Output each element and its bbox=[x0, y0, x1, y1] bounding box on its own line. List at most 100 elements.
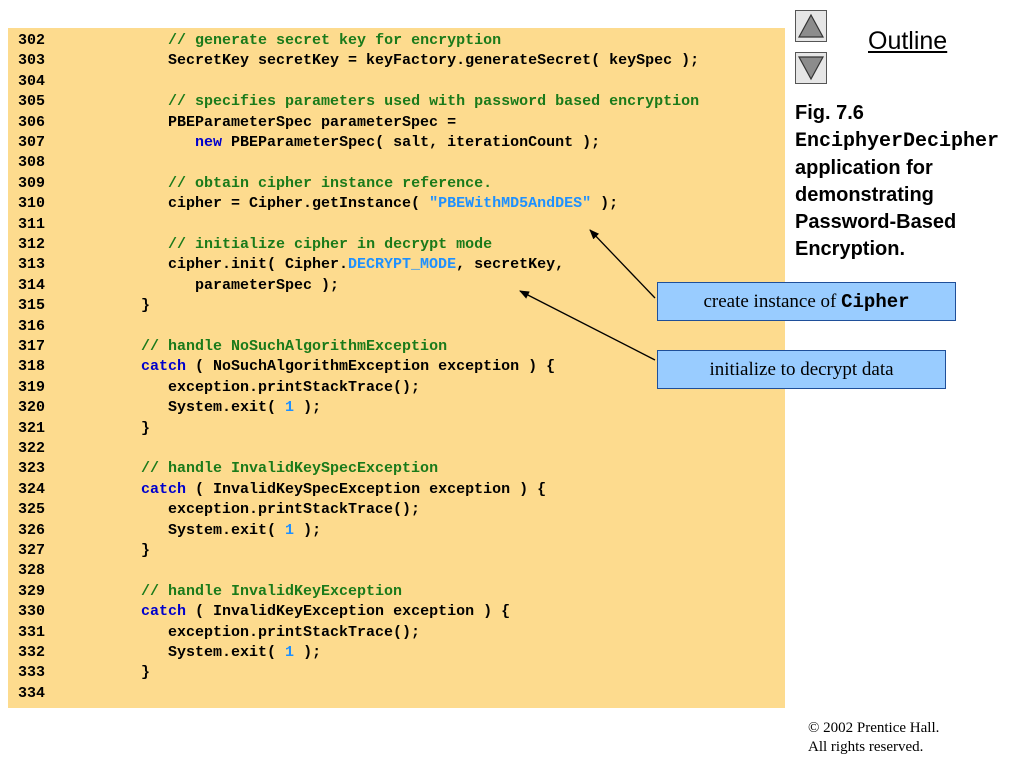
code-line: 311 bbox=[18, 215, 60, 235]
code-line: 327 } bbox=[18, 541, 150, 561]
line-number: 306 bbox=[18, 113, 46, 131]
code-line: 305 // specifies parameters used with pa… bbox=[18, 92, 699, 112]
code-text: cipher = Cipher.getInstance( bbox=[60, 195, 430, 213]
code-comment: // handle NoSuchAlgorithmException bbox=[141, 338, 448, 355]
line-number: 324 bbox=[18, 480, 46, 498]
line-number: 334 bbox=[18, 684, 46, 702]
code-line: 316 bbox=[18, 317, 60, 337]
line-number: 318 bbox=[18, 358, 46, 376]
copyright-line-2: All rights reserved. bbox=[808, 739, 924, 755]
code-text: cipher.init( Cipher. bbox=[60, 256, 349, 274]
copyright-line-1: © 2002 Prentice Hall. bbox=[808, 720, 940, 736]
code-comment: // handle InvalidKeySpecException bbox=[141, 460, 439, 478]
line-number: 321 bbox=[18, 419, 46, 437]
line-number: 317 bbox=[18, 338, 46, 355]
code-text: System.exit( bbox=[60, 521, 286, 539]
callout-arrow-cipher-instance bbox=[589, 229, 656, 299]
code-text: exception.printStackTrace(); bbox=[60, 378, 421, 396]
code-line: 333 } bbox=[18, 663, 150, 683]
line-number: 332 bbox=[18, 644, 46, 661]
code-line: 329 // handle InvalidKeyException bbox=[18, 582, 402, 602]
code-keyword: new bbox=[195, 134, 223, 151]
code-line: 326 System.exit( 1 ); bbox=[18, 521, 321, 541]
callout-text: create instance of bbox=[703, 291, 842, 312]
code-keyword: catch bbox=[141, 603, 187, 621]
code-text: PBEParameterSpec parameterSpec = bbox=[60, 113, 457, 131]
code-number: 1 bbox=[285, 399, 295, 417]
line-number: 315 bbox=[18, 297, 46, 315]
code-line: 319 exception.printStackTrace(); bbox=[18, 378, 420, 398]
line-number: 305 bbox=[18, 93, 46, 111]
line-number: 319 bbox=[18, 378, 46, 396]
code-text: exception.printStackTrace(); bbox=[60, 623, 421, 641]
line-number: 330 bbox=[18, 603, 46, 621]
callout-initialize-decrypt: initialize to decrypt data bbox=[657, 350, 946, 389]
line-number: 303 bbox=[18, 52, 46, 70]
code-line: 307 new PBEParameterSpec( salt, iteratio… bbox=[18, 133, 600, 153]
code-number: 1 bbox=[285, 521, 295, 539]
code-text: } bbox=[60, 419, 151, 437]
line-number: 316 bbox=[18, 317, 46, 335]
line-number: 331 bbox=[18, 623, 46, 641]
callout-arrow-decrypt-mode bbox=[519, 290, 656, 361]
code-line: 332 System.exit( 1 ); bbox=[18, 643, 321, 663]
code-line: 331 exception.printStackTrace(); bbox=[18, 623, 420, 643]
line-number: 308 bbox=[18, 154, 46, 172]
code-listing: 302 // generate secret key for encryptio… bbox=[8, 28, 785, 708]
line-number: 312 bbox=[18, 236, 46, 253]
copyright-notice: © 2002 Prentice Hall. All rights reserve… bbox=[808, 719, 939, 757]
callout-text: initialize to decrypt data bbox=[709, 359, 894, 380]
code-text: ); bbox=[591, 195, 619, 213]
figure-description: application for demonstrating Password-B… bbox=[795, 157, 957, 260]
line-number: 327 bbox=[18, 542, 46, 559]
code-line: 330 catch ( InvalidKeyException exceptio… bbox=[18, 602, 510, 622]
line-number: 302 bbox=[18, 32, 46, 49]
line-number: 313 bbox=[18, 256, 46, 274]
code-line: 328 bbox=[18, 561, 60, 581]
line-number: 323 bbox=[18, 460, 46, 478]
code-text: ( InvalidKeyException exception ) { bbox=[186, 603, 511, 621]
code-text: System.exit( bbox=[60, 644, 286, 661]
code-line: 312 // initialize cipher in decrypt mode bbox=[18, 235, 492, 255]
code-comment: // obtain cipher instance reference. bbox=[168, 174, 493, 192]
line-number: 304 bbox=[18, 72, 46, 90]
code-line: 310 cipher = Cipher.getInstance( "PBEWit… bbox=[18, 194, 618, 214]
outline-title[interactable]: Outline bbox=[868, 27, 948, 55]
code-line: 317 // handle NoSuchAlgorithmException bbox=[18, 337, 447, 357]
code-text: ); bbox=[294, 644, 322, 661]
code-line: 306 PBEParameterSpec parameterSpec = bbox=[18, 113, 456, 133]
code-text: , secretKey, bbox=[456, 256, 565, 274]
next-slide-button[interactable] bbox=[795, 52, 827, 84]
line-number: 314 bbox=[18, 276, 46, 294]
code-text: System.exit( bbox=[60, 399, 286, 417]
code-text: } bbox=[60, 297, 151, 315]
code-line: 315 } bbox=[18, 296, 150, 316]
code-comment: // handle InvalidKeyException bbox=[141, 582, 403, 600]
triangle-down-icon bbox=[797, 56, 825, 81]
code-comment: // generate secret key for encryption bbox=[168, 32, 502, 49]
code-text: SecretKey secretKey = keyFactory.generat… bbox=[60, 52, 700, 70]
code-line: 308 bbox=[18, 153, 60, 173]
line-number: 333 bbox=[18, 664, 46, 682]
line-number: 310 bbox=[18, 195, 46, 213]
figure-caption: Fig. 7.6 EnciphyerDecipher application f… bbox=[795, 100, 1020, 263]
triangle-up-icon bbox=[797, 13, 825, 38]
code-line: 318 catch ( NoSuchAlgorithmException exc… bbox=[18, 357, 555, 377]
code-text: ); bbox=[294, 399, 322, 417]
code-text: } bbox=[60, 664, 151, 682]
code-keyword: catch bbox=[141, 480, 187, 498]
previous-slide-button[interactable] bbox=[795, 10, 827, 42]
figure-class-name: EnciphyerDecipher bbox=[795, 130, 1000, 153]
code-text: exception.printStackTrace(); bbox=[60, 501, 421, 519]
code-number: 1 bbox=[285, 644, 295, 661]
code-keyword: catch bbox=[141, 358, 187, 376]
line-number: 307 bbox=[18, 134, 46, 151]
line-number: 325 bbox=[18, 501, 46, 519]
callout-create-cipher-instance: create instance of Cipher bbox=[657, 282, 956, 321]
code-text: PBEParameterSpec( salt, iterationCount )… bbox=[222, 134, 601, 151]
code-const: DECRYPT_MODE bbox=[348, 256, 457, 274]
code-text: ( InvalidKeySpecException exception ) { bbox=[186, 480, 547, 498]
code-line: 321 } bbox=[18, 419, 150, 439]
line-number: 311 bbox=[18, 215, 46, 233]
